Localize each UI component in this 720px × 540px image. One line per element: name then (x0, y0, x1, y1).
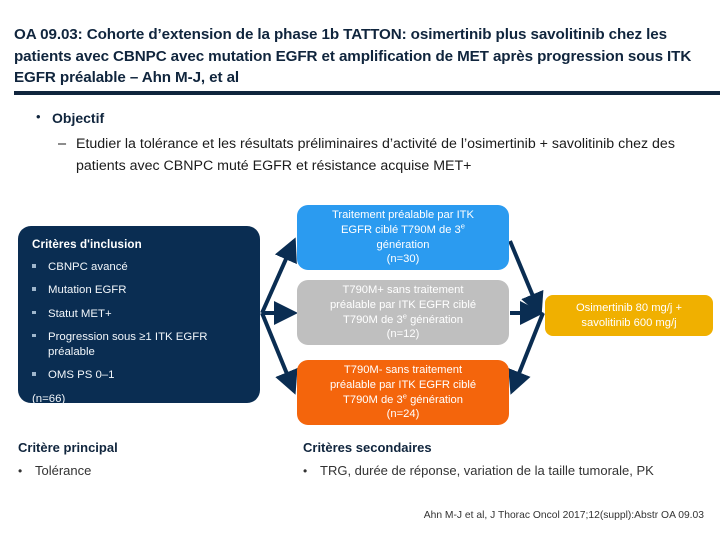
secondary-endpoint-item: TRG, durée de réponse, variation de la t… (320, 463, 654, 478)
bullet-icon: • (36, 109, 41, 124)
list-item: OMS PS 0–1 (32, 368, 246, 383)
list-item: Progression sous ≥1 ITK EGFR préalable (32, 330, 246, 360)
arm-box-prior-t790m-tki: Traitement préalable par ITK EGFR ciblé … (297, 205, 509, 270)
arm-line-2: EGFR ciblé T790M de 3 (340, 223, 461, 236)
primary-endpoint-section: Critère principal • Tolérance (18, 440, 288, 481)
connector-arm-3-to-treatment (508, 312, 545, 395)
arm-line-3-superscript: e (402, 310, 407, 320)
arm-line-2: préalable par ITK EGFR ciblé (329, 378, 477, 391)
treatment-line-2: savolitinib 600 mg/j (581, 316, 677, 329)
treatment-line-1: Osimertinib 80 mg/j + (575, 301, 682, 314)
square-bullet-icon (32, 283, 48, 291)
treatment-regimen-box: Osimertinib 80 mg/j + savolitinib 600 mg… (545, 295, 713, 336)
inclusion-total-count: (n=66) (32, 392, 66, 405)
arm-line-3b: génération (406, 393, 463, 406)
title-text: OA 09.03: Cohorte d’extension de la phas… (14, 26, 692, 87)
objective-section: • Objectif – Etudier la tolérance et les… (36, 108, 706, 177)
list-item: CBNPC avancé (32, 260, 246, 275)
inclusion-criteria-title: Critères d'inclusion (32, 238, 142, 251)
arm-line-1: T790M+ sans traitement (342, 283, 464, 296)
inclusion-criteria-box: Critères d'inclusion CBNPC avancé Mutati… (18, 226, 260, 405)
arm-count: (n=12) (386, 328, 420, 341)
connector-to-arm-1 (260, 237, 297, 314)
bullet-icon: • (303, 464, 308, 478)
connector-to-arm-3 (260, 312, 298, 395)
square-bullet-icon (32, 330, 48, 338)
arm-line-3-superscript: e (402, 390, 407, 400)
arm-line-1: T790M- sans traitement (343, 363, 463, 376)
square-bullet-icon (32, 368, 48, 376)
dash-icon: – (58, 136, 67, 153)
inclusion-item-label: Mutation EGFR (48, 284, 127, 297)
square-bullet-icon (32, 260, 48, 268)
inclusion-item-label: OMS PS 0–1 (48, 369, 115, 382)
connector-lines (260, 237, 545, 395)
arm-box-t790m-positive: T790M+ sans traitement préalable par ITK… (297, 280, 509, 345)
secondary-endpoints-section: Critères secondaires • TRG, durée de rép… (303, 440, 703, 481)
square-bullet-icon (32, 307, 48, 315)
study-design-diagram: Critères d'inclusion CBNPC avancé Mutati… (0, 195, 720, 440)
primary-endpoint-heading: Critère principal (18, 440, 118, 455)
inclusion-item-label: Statut MET+ (48, 307, 112, 320)
list-item: Mutation EGFR (32, 283, 246, 298)
arm-line-3a: T790M de 3 (343, 313, 403, 326)
primary-endpoint-item: Tolérance (35, 463, 92, 478)
arm-line-2-superscript: e (460, 220, 466, 230)
inclusion-item-label: Progression sous ≥1 ITK EGFR préalable (48, 330, 208, 358)
connector-arm-1-to-treatment (508, 240, 544, 317)
objective-heading: Objectif (52, 110, 105, 126)
page-title: OA 09.03: Cohorte d’extension de la phas… (14, 24, 704, 89)
arm-count: (n=30) (386, 253, 420, 266)
objective-detail-row: – Etudier la tolérance et les résultats … (58, 134, 706, 177)
arm-line-3: génération (376, 238, 430, 251)
arm-line-3b: génération (406, 313, 463, 326)
title-divider (14, 91, 720, 95)
arm-line-2: préalable par ITK EGFR ciblé (329, 298, 477, 311)
arm-box-t790m-negative: T790M- sans traitement préalable par ITK… (297, 360, 509, 425)
objective-heading-row: • Objectif (36, 108, 706, 128)
bullet-icon: • (18, 464, 23, 478)
list-item: • TRG, durée de réponse, variation de la… (303, 462, 703, 481)
arm-line-1: Traitement préalable par ITK (332, 208, 474, 221)
secondary-endpoints-heading: Critères secondaires (303, 440, 432, 455)
citation-footer: Ahn M-J et al, J Thorac Oncol 2017;12(su… (423, 510, 704, 521)
list-item: Statut MET+ (32, 307, 246, 322)
inclusion-item-label: CBNPC avancé (48, 261, 128, 273)
arm-line-3a: T790M de 3 (343, 393, 403, 406)
objective-detail-text: Etudier la tolérance et les résultats pr… (76, 136, 675, 174)
list-item: • Tolérance (18, 462, 288, 481)
arm-count: (n=24) (386, 408, 420, 421)
